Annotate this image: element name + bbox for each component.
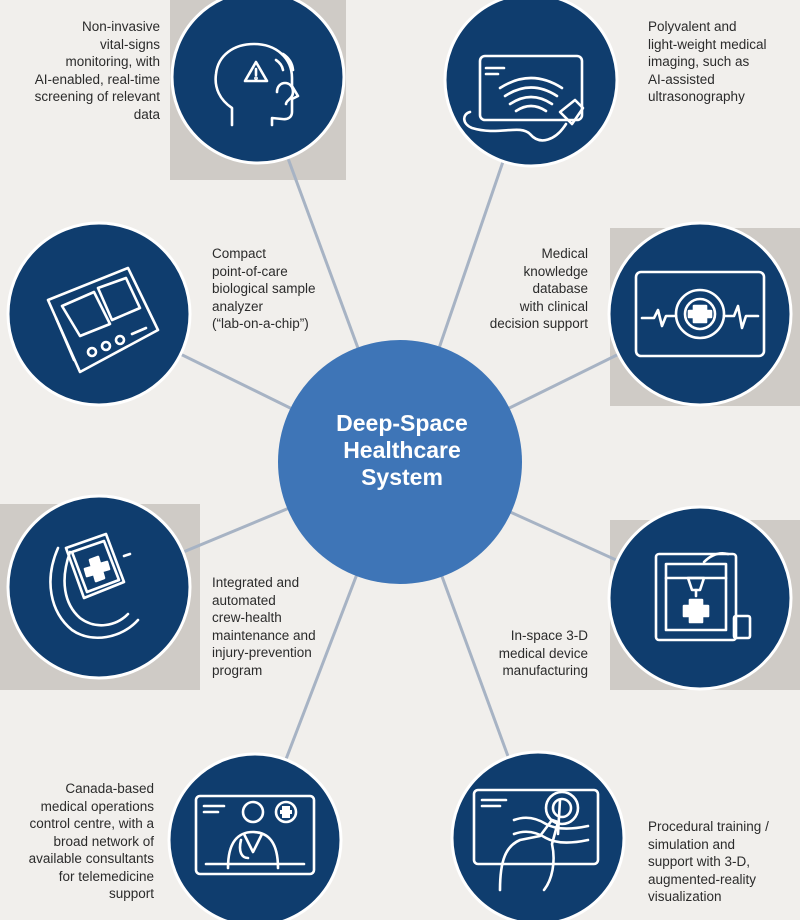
label-line: In-space 3-D	[510, 628, 588, 643]
label-line: database	[532, 281, 588, 296]
lab-analyzer-icon	[46, 266, 160, 374]
label-line: Compact	[212, 246, 267, 261]
label-line: maintenance and	[212, 627, 316, 643]
hub-title-line: Healthcare	[343, 437, 461, 463]
node-3d-printing	[607, 505, 793, 691]
label-vital-signs: Non-invasive vital-signs monitoring, wit…	[10, 18, 160, 123]
label-knowledge-db: Medical knowledge database with clinical…	[458, 245, 588, 333]
hub-circle	[278, 340, 522, 584]
medical-database-icon	[634, 270, 766, 358]
label-line: support with 3-D,	[648, 854, 751, 869]
label-line: available consultants	[28, 851, 154, 866]
label-line: broad network of	[53, 833, 154, 849]
label-line: vital-signs	[99, 36, 160, 52]
hub-title: Deep-Space Healthcare System	[290, 410, 514, 491]
label-line: point-of-care	[212, 263, 288, 279]
label-line: light-weight medical	[648, 36, 767, 52]
label-line: program	[212, 662, 263, 678]
label-line: Canada-based	[65, 781, 154, 796]
label-line: AI-enabled, real-time	[34, 71, 160, 87]
label-line: Polyvalent and	[648, 19, 737, 34]
label-line: manufacturing	[502, 663, 588, 678]
hub-title-line: Deep-Space	[336, 410, 468, 436]
label-line: for telemedicine	[58, 868, 154, 884]
label-imaging: Polyvalent and light-weight medical imag…	[648, 18, 796, 106]
node-imaging	[443, 0, 619, 168]
label-line: with clinical	[519, 298, 588, 314]
label-line: analyzer	[212, 298, 264, 314]
label-line: augmented-reality	[648, 871, 757, 887]
label-crew-health: Integrated and automated crew-health mai…	[212, 574, 362, 679]
label-line: support	[108, 886, 154, 901]
label-line: medical device	[498, 645, 588, 661]
smartwatch-icon	[49, 532, 140, 639]
label-line: ultrasonography	[648, 89, 745, 104]
doctor-screen-icon	[194, 794, 316, 876]
label-line: biological sample	[212, 281, 316, 296]
label-line: control centre, with a	[29, 816, 154, 831]
node-lab-on-chip	[6, 221, 192, 407]
label-line: automated	[212, 592, 276, 608]
label-line: data	[133, 106, 160, 122]
label-line: Non-invasive	[81, 19, 160, 34]
label-line: imaging, such as	[648, 54, 750, 69]
label-line: knowledge	[523, 263, 588, 279]
label-ar-training: Procedural training / simulation and sup…	[648, 818, 796, 906]
label-line: Integrated and	[212, 575, 300, 590]
hub-title-line: System	[361, 464, 443, 490]
label-line: decision support	[489, 316, 588, 331]
label-line: AI-assisted	[648, 71, 715, 87]
label-line: monitoring, with	[65, 54, 160, 69]
label-line: injury-prevention	[212, 645, 312, 660]
label-3d-printing: In-space 3-D medical device manufacturin…	[458, 627, 588, 680]
ar-touch-icon	[472, 788, 600, 892]
head-warning-icon	[214, 42, 300, 127]
label-lab-on-chip: Compact point-of-care biological sample …	[212, 245, 362, 333]
label-line: screening of relevant	[34, 89, 160, 104]
3d-printer-icon	[654, 551, 752, 642]
label-telemedicine: Canada-based medical operations control …	[4, 780, 154, 903]
label-line: Medical	[541, 246, 588, 261]
ultrasound-monitor-icon	[462, 54, 585, 142]
label-line: simulation and	[648, 836, 736, 852]
label-line: crew-health	[212, 610, 282, 625]
label-line: Procedural training /	[648, 819, 769, 834]
label-line: medical operations	[40, 798, 154, 814]
label-line: visualization	[648, 889, 722, 904]
label-line: (“lab-on-a-chip”)	[212, 316, 309, 331]
